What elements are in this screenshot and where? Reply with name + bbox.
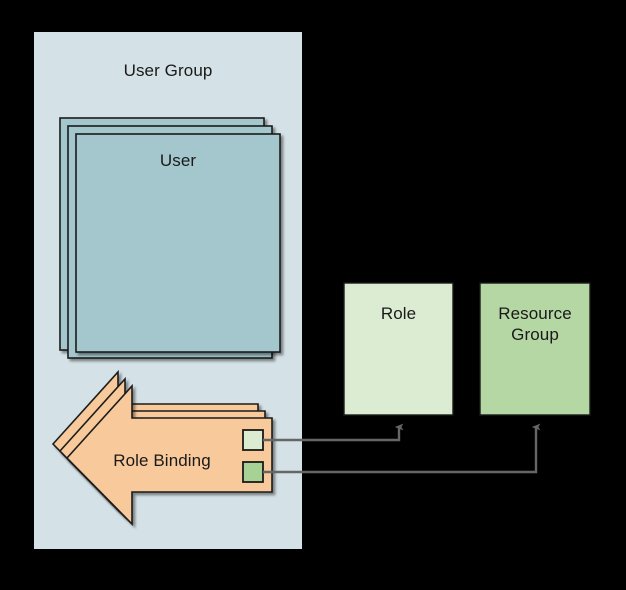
resource-group-port-square[interactable]	[242, 461, 264, 483]
role-port-square[interactable]	[242, 429, 264, 451]
edge-role-binding-to-role[interactable]	[263, 423, 404, 442]
edge-role-binding-to-resource-group[interactable]	[263, 423, 541, 474]
user-card-front[interactable]	[75, 133, 281, 353]
role-box[interactable]	[343, 282, 454, 416]
resource-group-box[interactable]	[479, 282, 591, 416]
user-card-stack[interactable]	[59, 117, 281, 359]
role-binding-arrow-stack[interactable]	[51, 369, 273, 526]
role-binding-arrow-front[interactable]	[65, 383, 273, 526]
